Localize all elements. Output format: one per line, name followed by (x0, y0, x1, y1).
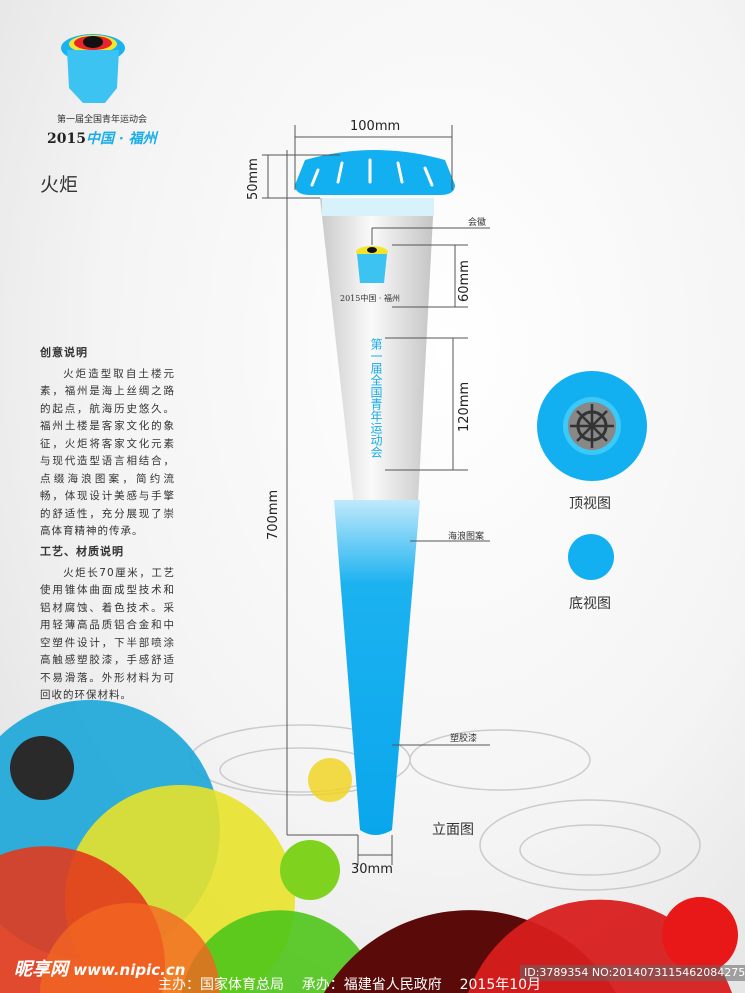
label-emblem: 会徽 (468, 218, 487, 228)
top-view (537, 371, 647, 481)
wave-pattern-top (322, 198, 434, 216)
circle-green-small (280, 840, 340, 900)
stadium-sketch (189, 724, 701, 891)
circle-red-small (662, 897, 738, 973)
dimension-lines (262, 125, 490, 865)
label-wave: 海浪图案 (448, 532, 485, 542)
circle-dark (10, 736, 74, 800)
label-front-view: 立面图 (432, 822, 474, 838)
torch-body-lower (334, 500, 420, 835)
creative-body: 火炬造型取自土楼元素，福州是海上丝绸之路的起点，航海历史悠久。福州土楼是客家文化… (40, 367, 175, 538)
torch-cap (295, 150, 455, 195)
material-heading: 工艺、材质说明 (40, 545, 124, 558)
creative-heading: 创意说明 (40, 346, 88, 359)
logo-year: 2015中国 · 福州 (47, 128, 157, 148)
bottom-view (568, 534, 614, 580)
label-paint: 塑胶漆 (450, 734, 478, 744)
logo-year-number: 2015 (47, 131, 86, 147)
logo-title: 第一届全国青年运动会 (57, 115, 148, 125)
torch-logo (356, 246, 388, 283)
watermark-id: ID:3789354 NO:20140731154620842755 (520, 965, 745, 981)
dim-emblem: 60mm (457, 260, 472, 302)
footer-organizers: 主办：国家体育总局 承办：福建省人民政府 2015年10月 (158, 977, 542, 993)
cap-stripes (310, 158, 434, 187)
torch-vertical-text: 第一届全国青年运动会 (369, 338, 383, 458)
label-top-view: 顶视图 (569, 496, 611, 512)
creative-section: 创意说明 火炬造型取自土楼元素，福州是海上丝绸之路的起点，航海历史悠久。福州土楼… (40, 344, 175, 541)
dim-bottom: 30mm (351, 862, 393, 877)
dim-cap-height: 50mm (246, 158, 261, 200)
label-bottom-view: 底视图 (569, 596, 611, 612)
material-section: 工艺、材质说明 火炬长70厘米，工艺使用锥体曲面成型技术和铝材腐蚀、着色技术。采… (40, 543, 175, 705)
circle-yellow-small (308, 758, 352, 802)
watermark-brand: 昵享网 www.nipic.cn (14, 960, 185, 980)
dim-total-length: 700mm (266, 489, 281, 540)
dim-text-band: 120mm (457, 381, 472, 432)
material-body: 火炬长70厘米，工艺使用锥体曲面成型技术和铝材腐蚀、着色技术。采用轻薄高品质铝合… (40, 566, 175, 702)
dim-width-top: 100mm (350, 119, 401, 134)
logo-city: 中国 · 福州 (85, 131, 157, 147)
page-title: 火炬 (40, 174, 79, 196)
watermark-brand-name: 昵享网 (14, 959, 68, 980)
watermark-url: www.nipic.cn (73, 961, 186, 979)
circle-green (181, 910, 379, 993)
logo-emblem (61, 34, 125, 103)
circle-orange (40, 903, 220, 993)
torch-logo-text: 2015中国 · 福州 (340, 294, 400, 303)
